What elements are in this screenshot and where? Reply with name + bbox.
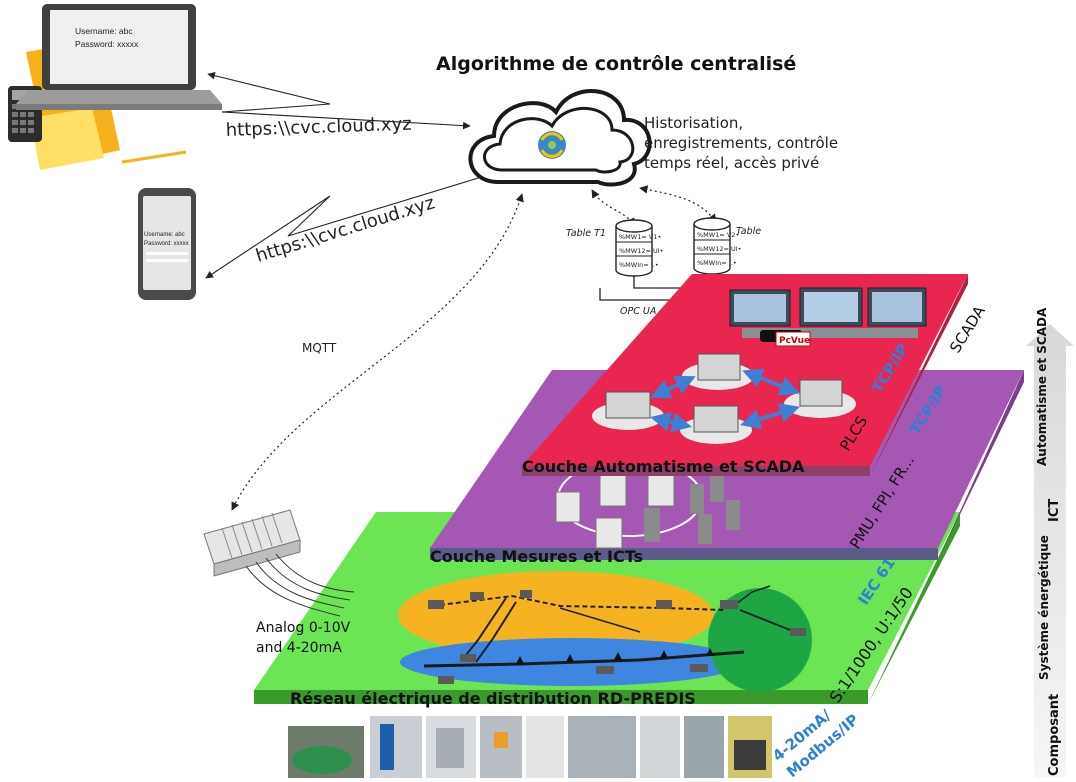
laptop-username: Username: abc [75,26,133,36]
db-right-row-3: %MWIn= ..• [697,259,737,267]
db-left-row-3: %MWIn= ..• [619,261,659,269]
side-axis-automatisme: Automatisme et SCADA [1035,307,1049,466]
laptop-cloud-link [207,71,471,130]
pcvue-badge [775,331,811,347]
db-right-label: Table [736,226,761,237]
pcvue-label: PcVue [779,336,810,346]
cloud-description-2: enregistrements, contrôle [644,134,838,152]
database-left-icon [615,219,653,277]
side-axis-ict: ICT [1047,499,1062,522]
phone-username: Username: abc [144,232,185,238]
database-right-icon [693,217,731,275]
layer-mesures-title: Couche Mesures et ICTs [430,547,643,566]
db-left-label: Table T1 [566,228,606,239]
db-right-link [639,185,717,223]
cloud-description-3: temps réel, accès privé [644,154,819,172]
db-left-row-1: %MW1= V1• [619,233,661,241]
layer-automatisme-title: Couche Automatisme et SCADA [522,457,805,476]
sync-icon [538,131,566,159]
url-laptop: https:\\cvc.cloud.xyz [225,114,412,141]
side-axis-systeme: Système énergétique [1037,535,1051,680]
io-module-icon [203,509,355,617]
layer-scada [522,274,968,476]
opc-label: OPC UA [620,306,656,317]
cloud-description-1: Historisation, [644,114,743,132]
url-phone: https:\\cvc.cloud.xyz [253,192,437,266]
layer-reseau-title: Réseau électrique de distribution RD-PRE… [290,689,696,708]
db-left-row-2: %MW12= UI• [619,247,664,255]
laptop-password: Password: xxxxx [75,39,139,49]
side-axis-composant: Composant [1047,694,1062,776]
opc-link-down [599,288,690,301]
component-photos [288,716,772,778]
diagram-title: Algorithme de contrôle centralisé [436,53,796,75]
side-axis-arrow [1026,324,1074,778]
mqtt-label: MQTT [302,341,337,355]
laptop-icon [8,4,222,170]
analog-label-1: Analog 0-10V [256,620,351,636]
analog-label-2: and 4-20mA [256,640,342,656]
db-right-row-2: %MW12= UI• [697,245,742,253]
phone-password: Password: xxxxx [144,241,189,247]
db-right-row-1: %MW1= V2• [697,231,739,239]
phone-icon [138,188,196,300]
